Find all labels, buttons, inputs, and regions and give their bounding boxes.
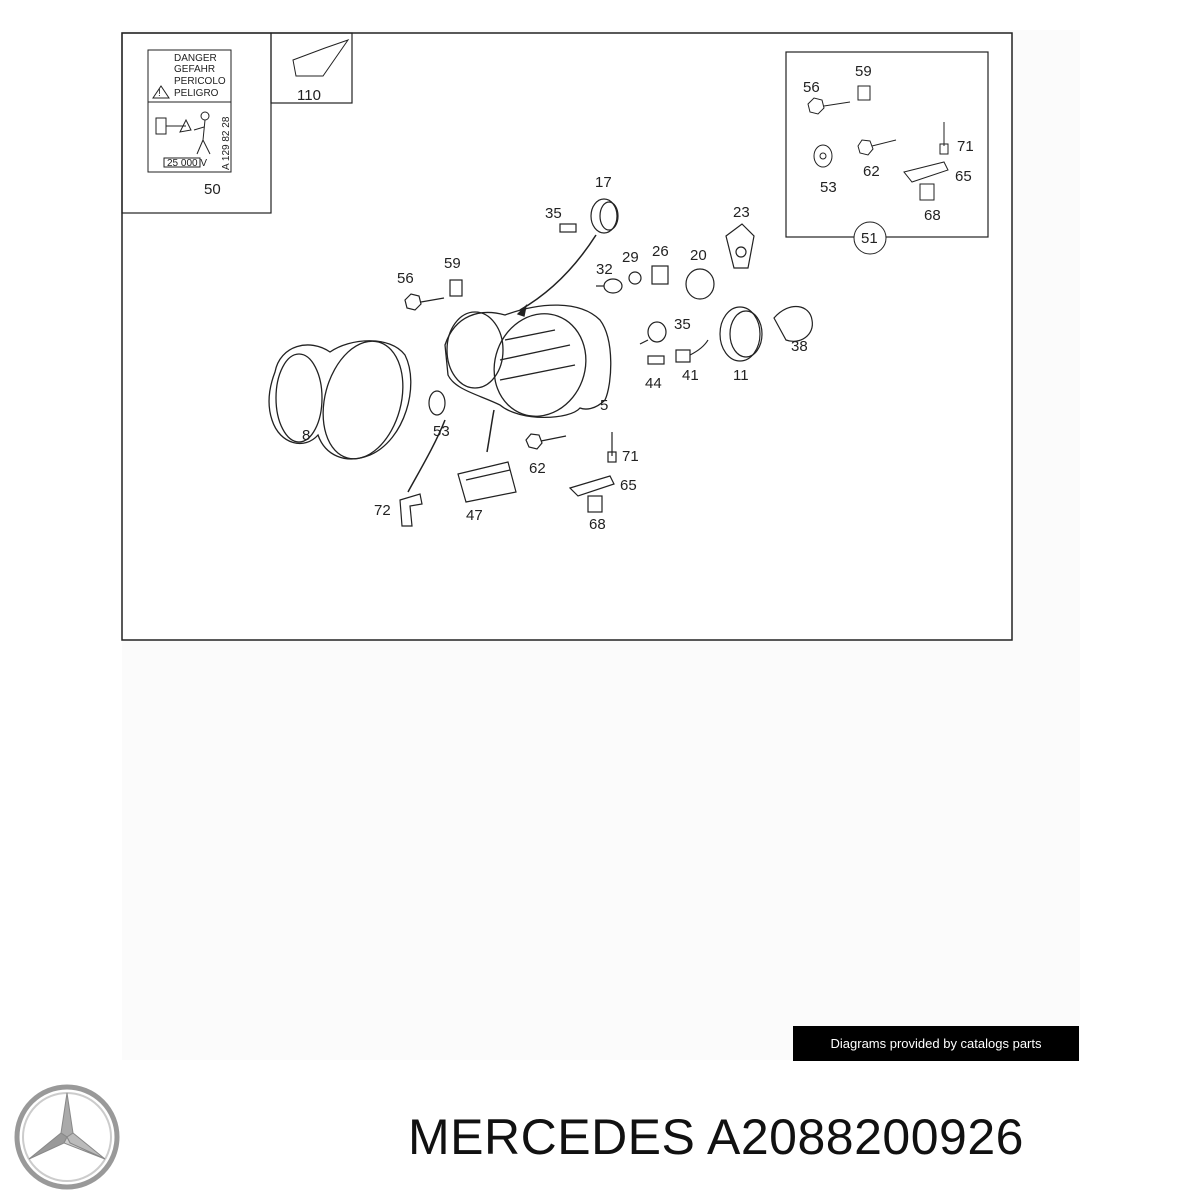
warning-label-box: ! DANGER GEFAHR PERICOLO PELIGRO 25 000 … [121,32,272,214]
callout-labels: 17 35 23 56 59 32 29 26 20 35 38 44 41 1… [302,174,808,533]
callout-c56a: 56 [397,270,414,287]
callout-c32: 32 [596,261,613,278]
callout-c68a: 68 [589,516,606,533]
warning-text: PERICOLO [174,76,226,87]
high-voltage-pictogram [155,111,211,155]
headlamp-assembly [268,234,612,493]
callout-c65a: 65 [620,477,637,494]
callout-50: 50 [204,181,221,198]
warning-text: GEFAHR [174,64,215,75]
callout-c29: 29 [622,249,639,266]
callout-c59b: 59 [855,63,872,80]
callout-c17: 17 [595,174,612,191]
callout-c5: 5 [600,397,608,414]
callout-c62a: 62 [529,460,546,477]
warning-text: PELIGRO [174,88,219,99]
warning-triangle-icon [152,85,170,99]
warning-text: ! [158,88,161,99]
callout-c23: 23 [733,204,750,221]
warning-text: 25 000 V [167,158,207,169]
warning-text: DANGER [174,53,217,64]
callout-c41: 41 [682,367,699,384]
callout-c11: 11 [733,367,749,384]
callout-c62b: 62 [863,163,880,180]
callout-c71a: 71 [622,448,639,465]
diagram-credit-banner: Diagrams provided by catalogs parts [793,1026,1079,1061]
callout-c20: 20 [690,247,707,264]
small-parts [399,198,813,527]
callout-c68b: 68 [924,207,941,224]
callout-c72: 72 [374,502,391,519]
callout-c56b: 56 [803,79,820,96]
part-110-box: 110 [270,32,353,104]
callout-c59a: 59 [444,255,461,272]
callout-c26: 26 [652,243,669,260]
callout-c35b: 35 [674,316,691,333]
callout-c35a: 35 [545,205,562,222]
callout-c65b: 65 [955,168,972,185]
callout-c44: 44 [645,375,662,392]
mercedes-star-logo [14,1084,120,1190]
callout-c71b: 71 [957,138,974,155]
callout-c53b: 53 [820,179,837,196]
callout-51: 51 [861,230,878,247]
callout-c38: 38 [791,338,808,355]
callout-110: 110 [297,87,321,104]
diagram-frame [121,32,1013,641]
detail-box-51: 51 56 59 71 53 62 65 68 [785,51,989,255]
callout-c47: 47 [466,507,483,524]
callout-c53a: 53 [433,423,450,440]
brand-part-number: MERCEDES A2088200926 [408,1109,1024,1165]
warning-text: A 129 82 28 [221,116,232,170]
callout-c8: 8 [302,427,310,444]
